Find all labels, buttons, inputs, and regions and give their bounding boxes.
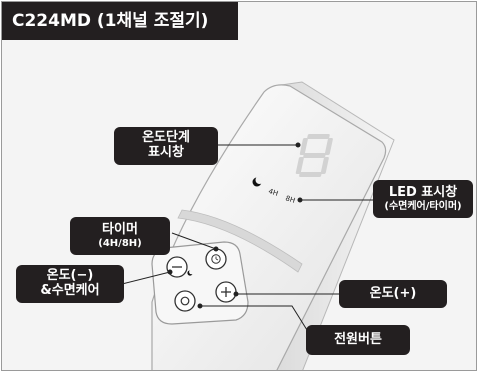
callout-timer-line2: (4H/8H) xyxy=(98,237,142,249)
sleep-care-moon-icon xyxy=(187,269,194,276)
clock-icon xyxy=(211,254,221,264)
power-button[interactable] xyxy=(174,290,196,312)
callout-timer: 타이머 (4H/8H) xyxy=(70,217,170,255)
callout-led-display-line2: (수면케어/타이머) xyxy=(384,200,462,212)
indicator-4h-label: 4H xyxy=(267,187,279,198)
callout-power: 전원버튼 xyxy=(306,325,410,355)
callout-temp-up: 온도(+) xyxy=(339,280,447,308)
callout-temp-up-line1: 온도(+) xyxy=(369,285,417,301)
callout-temp-level-display-line2: 표시창 xyxy=(148,145,184,160)
page-title: C224MD (1채널 조절기) xyxy=(2,2,238,40)
screen-lower-edge xyxy=(177,209,303,273)
power-icon xyxy=(180,296,190,306)
callout-temp-level-display-line1: 온도단계 xyxy=(142,130,190,146)
callout-led-display: LED 표시창 (수면케어/타이머) xyxy=(373,180,473,218)
temp-up-button[interactable] xyxy=(215,281,237,303)
callout-temp-down-line1: 온도(−) xyxy=(46,268,94,284)
callout-temp-down-line2: &수면케어 xyxy=(40,283,100,298)
callout-led-display-line1: LED 표시창 xyxy=(388,184,458,200)
callout-power-line1: 전원버튼 xyxy=(334,331,382,347)
callout-temp-down: 온도(−) &수면케어 xyxy=(16,265,124,303)
moon-icon xyxy=(252,176,264,187)
callout-temp-level-display: 온도단계 표시창 xyxy=(114,127,218,165)
timer-button[interactable] xyxy=(205,248,227,270)
callout-timer-line1: 타이머 xyxy=(102,221,138,237)
indicator-8h-label: 8H xyxy=(284,194,296,205)
seven-segment-display xyxy=(295,134,333,177)
